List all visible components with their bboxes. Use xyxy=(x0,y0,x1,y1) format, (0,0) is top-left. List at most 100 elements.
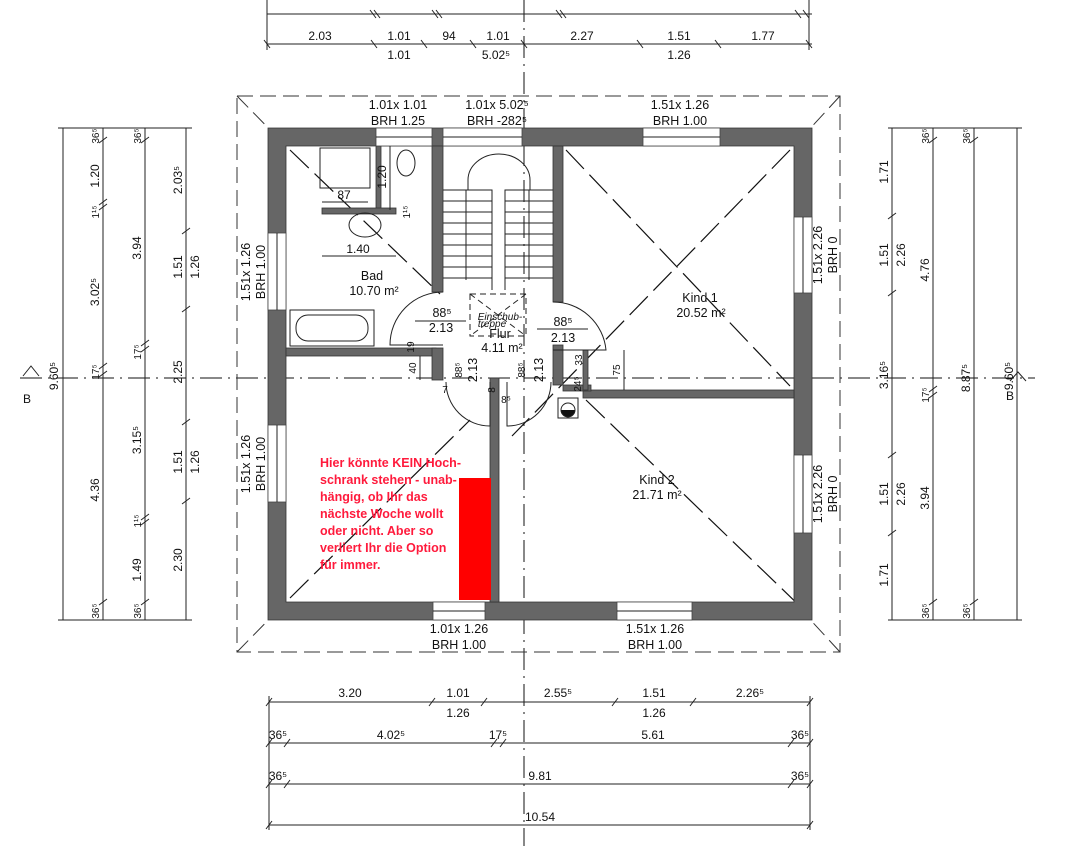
dim-label: 9.60⁵ xyxy=(47,362,61,390)
walls xyxy=(267,127,813,621)
door-swings xyxy=(389,291,607,427)
dim-label: 36⁵ xyxy=(921,603,932,618)
window-size: 1.51x 1.26 xyxy=(651,98,709,112)
section-marker-left: B xyxy=(22,365,40,406)
bottom-dimensions: 3.20 1.01 2.55⁵ 1.51 2.26⁵ 1.26 1.26 36⁵… xyxy=(265,686,814,830)
dim-label: 5.61 xyxy=(641,728,665,742)
window-size: 1.51x 2.26 xyxy=(811,226,825,284)
sink-icon xyxy=(348,212,382,238)
window-size: 1.01x 5.02⁵ xyxy=(465,98,529,112)
note-line: schrank stehen - unab- xyxy=(320,473,457,487)
dim-label: 10.54 xyxy=(525,810,555,824)
room-diagonals xyxy=(289,149,807,613)
dim-label: 3.20 xyxy=(338,686,362,700)
dim-label: 9.81 xyxy=(528,769,552,783)
note-line: hängig, ob Ihr das xyxy=(320,490,428,504)
dim-label: 1.26 xyxy=(188,450,202,474)
dim-label: 5.02⁵ xyxy=(482,48,510,62)
dim-label: 1.71 xyxy=(877,563,891,587)
dim-label: 1¹⁵ xyxy=(91,205,102,218)
dim-label: 2.27 xyxy=(570,29,594,43)
top-dimensions: 2.03 1.01 94 1.01 2.27 1.51 1.77 1.01 5.… xyxy=(263,0,813,62)
staircase xyxy=(443,153,553,337)
note-line: nächste Woche wollt xyxy=(320,507,444,521)
dim-label: 2.55⁵ xyxy=(544,686,572,700)
dim-label: 1.26 xyxy=(642,706,666,720)
room-name-flur: Flur xyxy=(489,327,511,341)
interior-dimensions: 87 1.20 1¹⁵ 1.40 19 40 75 33 24⁵ 7 8 8⁵ xyxy=(322,146,625,406)
boiler-icon xyxy=(557,397,579,419)
dim-label: 4.02⁵ xyxy=(377,728,405,742)
dim-label: 1.01 xyxy=(446,686,470,700)
dim-label: 3.15⁵ xyxy=(130,426,144,454)
dim-label: 1.01 xyxy=(387,29,411,43)
window-brh: BRH 1.00 xyxy=(432,638,486,652)
dim-label: 1.51 xyxy=(171,450,185,474)
room-name-kind2: Kind 2 xyxy=(639,473,674,487)
dim-label: 8.87⁵ xyxy=(959,364,973,392)
dim-label: 36⁵ xyxy=(133,603,144,618)
dim-label: 17⁵ xyxy=(91,364,102,379)
room-area-kind2: 21.71 m² xyxy=(632,488,681,502)
dim-label: 33 xyxy=(574,354,585,366)
dim-label: 1.40 xyxy=(346,242,370,256)
door-labels: 88⁵ 2.13 88⁵ 2.13 88⁵ 2.13 88⁵ 2.13 xyxy=(415,306,588,382)
door-height: 2.13 xyxy=(429,321,453,335)
toilet-icon xyxy=(396,149,416,177)
window-size: 1.01x 1.26 xyxy=(430,622,488,636)
window-labels: 1.01x 1.01 BRH 1.25 1.01x 5.02⁵ BRH -282… xyxy=(239,98,840,652)
dim-label: 1.51 xyxy=(877,243,891,267)
dim-label: 36⁵ xyxy=(791,769,809,783)
blocked-cabinet-marker xyxy=(459,478,491,600)
door-height: 2.13 xyxy=(551,331,575,345)
room-name-bad: Bad xyxy=(361,269,383,283)
dim-label: 1.01 xyxy=(387,48,411,62)
door-width: 88⁵ xyxy=(517,362,528,377)
window-brh: BRH 0 xyxy=(826,237,840,274)
note-line: für immer. xyxy=(320,558,380,572)
dim-label: 2.30 xyxy=(171,548,185,572)
right-dimensions: 1.71 1.51 2.26 3.16⁵ 1.51 2.26 1.71 36⁵ … xyxy=(877,127,1022,621)
room-name-kind1: Kind 1 xyxy=(682,291,717,305)
note-line: oder nicht. Aber so xyxy=(320,524,434,538)
dim-label: 1.51 xyxy=(642,686,666,700)
window-brh: BRH 1.25 xyxy=(371,114,425,128)
window-brh: BRH 1.00 xyxy=(628,638,682,652)
dim-label: 1¹⁵ xyxy=(133,514,144,527)
door-width: 88⁵ xyxy=(553,315,572,329)
dim-label: 8 xyxy=(487,387,498,393)
dim-label: 3.94 xyxy=(130,236,144,260)
window-brh: BRH 1.00 xyxy=(254,437,268,491)
dim-label: 1.20 xyxy=(88,164,102,188)
dim-label: 36⁵ xyxy=(91,128,102,143)
window-openings xyxy=(267,127,813,621)
window-brh: BRH 1.00 xyxy=(653,114,707,128)
dim-label: 4.76 xyxy=(918,258,932,282)
dim-label: 1¹⁵ xyxy=(402,205,413,218)
dim-label: 19 xyxy=(406,341,417,353)
dim-label: 24⁵ xyxy=(573,376,584,391)
attic-ladder-label: treppe xyxy=(478,319,507,330)
dim-label: 7 xyxy=(442,385,448,396)
dim-label: 40 xyxy=(408,362,419,374)
dim-label: 1.49 xyxy=(130,558,144,582)
dim-label: 1.51 xyxy=(171,255,185,279)
room-labels: Bad 10.70 m² Flur 4.11 m² Kind 1 20.52 m… xyxy=(349,269,725,502)
door-width: 88⁵ xyxy=(432,306,451,320)
door-width: 88⁵ xyxy=(454,362,465,377)
dim-label: 1.01 xyxy=(486,29,510,43)
section-label: B xyxy=(1006,389,1014,403)
dim-label: 9.60⁵ xyxy=(1002,362,1016,390)
window-brh: BRH 1.00 xyxy=(254,245,268,299)
dim-label: 36⁵ xyxy=(962,128,973,143)
bathtub-icon xyxy=(289,309,375,347)
note-line: Hier könnte KEIN Hoch- xyxy=(320,456,461,470)
room-area-flur: 4.11 m² xyxy=(481,341,522,355)
dim-label: 8⁵ xyxy=(501,395,511,406)
dim-label: 75 xyxy=(612,364,623,376)
dim-label: 1.51 xyxy=(877,482,891,506)
window-size: 1.51x 1.26 xyxy=(239,243,253,301)
dim-label: 1.26 xyxy=(667,48,691,62)
room-area-bad: 10.70 m² xyxy=(349,284,398,298)
